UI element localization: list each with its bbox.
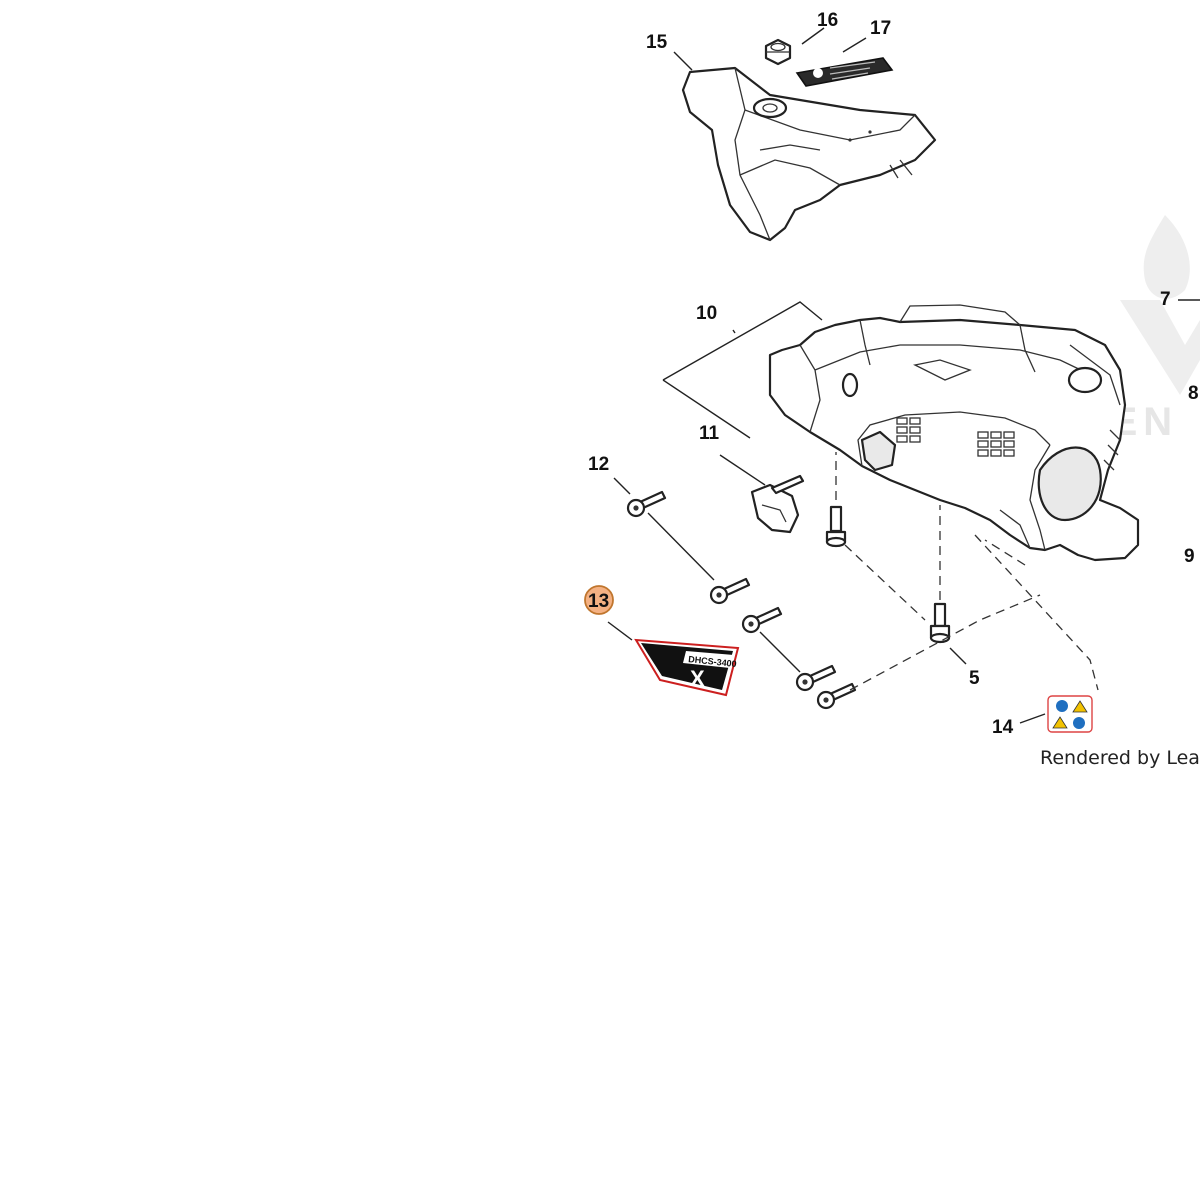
screw-5[interactable]	[816, 682, 857, 710]
part-17-label[interactable]	[795, 57, 894, 87]
callout-13[interactable]: 13	[588, 591, 609, 612]
leader-lines	[607, 27, 1200, 724]
screw-3[interactable]	[741, 606, 783, 634]
part-14-safety-sticker[interactable]	[1047, 695, 1093, 733]
bolt-lower[interactable]	[929, 602, 951, 644]
part-15-top-cover[interactable]	[681, 66, 937, 242]
callout-10[interactable]: 10	[696, 303, 717, 324]
part-16-nut[interactable]	[764, 38, 792, 66]
decal-x-mark: X	[690, 666, 705, 691]
part-12-screws[interactable]	[626, 490, 857, 710]
callout-14[interactable]: 14	[992, 717, 1014, 738]
watermark-v-icon	[1120, 300, 1200, 395]
callout-16[interactable]: 16	[817, 10, 838, 31]
vent-grille-left	[896, 417, 921, 443]
callout-5[interactable]: 5	[969, 668, 980, 689]
warning-triangle-icon-2	[1052, 716, 1068, 729]
watermark-flame-icon	[1143, 215, 1190, 299]
callout-15[interactable]: 15	[646, 32, 668, 53]
vent-grille-right	[977, 431, 1015, 457]
callout-7[interactable]: 7	[1160, 289, 1171, 310]
safety-blue-icon-2	[1073, 717, 1085, 729]
callout-12[interactable]: 12	[588, 454, 609, 475]
assembly-dash-lines	[835, 452, 1099, 691]
bolt-upper[interactable]	[825, 505, 847, 548]
part-11-cap[interactable]	[750, 474, 805, 534]
screw-4[interactable]	[795, 664, 837, 692]
part-10-main-housing[interactable]	[768, 304, 1140, 562]
screw-2[interactable]	[709, 577, 751, 605]
callouts: 15 10 11 12 5 14 7 8 9 13 16 17	[584, 10, 1199, 738]
part-13-decal[interactable]: DHCS-3400 X	[634, 638, 740, 697]
callout-11[interactable]: 11	[699, 423, 720, 444]
screw-1[interactable]	[626, 490, 667, 518]
callout-8[interactable]: 8	[1188, 383, 1199, 404]
safety-blue-icon	[1056, 700, 1068, 712]
part-5-bolts[interactable]	[825, 505, 951, 644]
callout-13-highlight[interactable]: 13	[584, 585, 614, 615]
callout-9[interactable]: 9	[1184, 546, 1195, 567]
warning-triangle-icon	[1072, 700, 1088, 713]
callout-17[interactable]: 17	[870, 18, 891, 39]
render-credit: Rendered by LeadVe	[1040, 747, 1200, 769]
